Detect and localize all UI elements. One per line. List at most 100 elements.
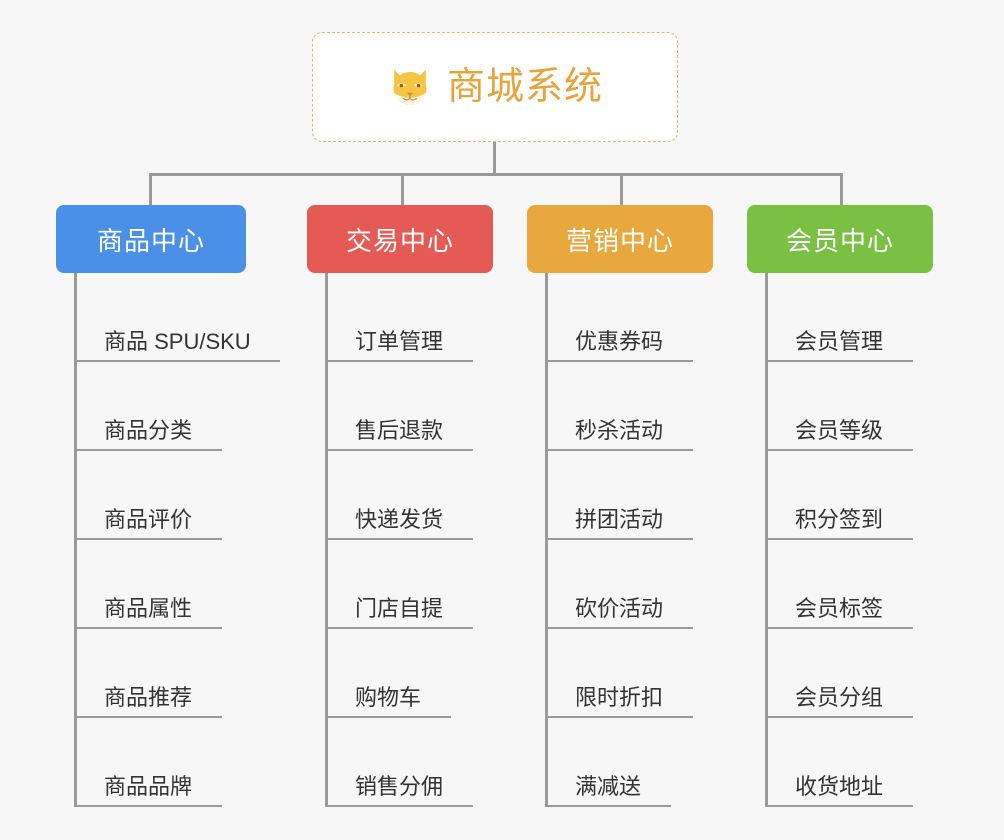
branch-trunk-line — [74, 273, 77, 807]
branch-trunk-line — [325, 273, 328, 807]
list-item[interactable]: 会员管理 — [747, 273, 933, 362]
child-label: 购物车 — [355, 685, 422, 710]
child-underline — [74, 805, 222, 807]
list-item[interactable]: 会员等级 — [747, 362, 933, 451]
category-box-member-center[interactable]: 会员中心 — [747, 205, 933, 273]
list-item[interactable]: 商品品牌 — [56, 718, 251, 807]
list-item[interactable]: 商品评价 — [56, 451, 251, 540]
list-item[interactable]: 订单管理 — [307, 273, 493, 362]
child-label: 订单管理 — [355, 329, 444, 354]
child-label: 会员管理 — [795, 329, 884, 354]
child-list-4: 会员管理 会员等级 积分签到 会员标签 会员分组 收货地址 — [747, 273, 933, 807]
category-box-product-center[interactable]: 商品中心 — [56, 205, 246, 273]
child-underline — [545, 716, 693, 718]
list-item[interactable]: 优惠券码 — [527, 273, 713, 362]
category-label: 交易中心 — [345, 225, 454, 256]
child-underline — [325, 538, 473, 540]
child-label: 商品推荐 — [104, 685, 193, 710]
list-item[interactable]: 会员分组 — [747, 629, 933, 718]
list-item[interactable]: 积分签到 — [747, 451, 933, 540]
child-underline — [765, 449, 913, 451]
list-item[interactable]: 商品推荐 — [56, 629, 251, 718]
list-item[interactable]: 拼团活动 — [527, 451, 713, 540]
child-underline — [325, 627, 473, 629]
child-label: 会员等级 — [795, 418, 884, 443]
child-underline — [74, 360, 280, 362]
category-box-marketing-center[interactable]: 营销中心 — [527, 205, 713, 273]
child-underline — [74, 538, 222, 540]
child-underline — [765, 627, 913, 629]
list-item[interactable]: 商品分类 — [56, 362, 251, 451]
list-item[interactable]: 会员标签 — [747, 540, 933, 629]
child-underline — [545, 360, 693, 362]
list-item[interactable]: 限时折扣 — [527, 629, 713, 718]
child-underline — [74, 716, 222, 718]
list-item[interactable]: 收货地址 — [747, 718, 933, 807]
connector-drop-4 — [840, 173, 843, 207]
child-list-1: 商品 SPU/SKU 商品分类 商品评价 商品属性 商品推荐 商品品牌 — [56, 273, 280, 807]
list-item[interactable]: 销售分佣 — [307, 718, 493, 807]
child-label: 拼团活动 — [575, 507, 664, 532]
branch-column-2: 交易中心 订单管理 售后退款 快递发货 门店自提 购物车 — [307, 205, 493, 807]
connector-drop-3 — [620, 173, 623, 207]
list-item[interactable]: 砍价活动 — [527, 540, 713, 629]
child-underline — [325, 805, 473, 807]
connector-drop-1 — [149, 173, 152, 207]
connector-root-stem — [493, 142, 496, 176]
child-list-3: 优惠券码 秒杀活动 拼团活动 砍价活动 限时折扣 满减送 — [527, 273, 713, 807]
branch-trunk-line — [765, 273, 768, 807]
child-label: 砍价活动 — [575, 596, 664, 621]
branch-column-1: 商品中心 商品 SPU/SKU 商品分类 商品评价 商品属性 商品推荐 — [56, 205, 280, 807]
list-item[interactable]: 商品 SPU/SKU — [56, 273, 280, 362]
list-item[interactable]: 售后退款 — [307, 362, 493, 451]
child-label: 商品分类 — [104, 418, 193, 443]
list-item[interactable]: 秒杀活动 — [527, 362, 713, 451]
category-label: 营销中心 — [565, 225, 674, 256]
child-label: 快递发货 — [355, 507, 444, 532]
child-underline — [74, 627, 222, 629]
child-underline — [545, 538, 693, 540]
child-label: 商品 SPU/SKU — [104, 329, 251, 354]
child-underline — [325, 449, 473, 451]
root-node[interactable]: 商城系统 — [312, 32, 678, 142]
list-item[interactable]: 门店自提 — [307, 540, 493, 629]
child-label: 限时折扣 — [575, 685, 664, 710]
child-label: 优惠券码 — [575, 329, 664, 354]
connector-drop-2 — [401, 173, 404, 207]
child-label: 积分签到 — [795, 507, 884, 532]
child-underline — [765, 538, 913, 540]
child-label: 满减送 — [575, 774, 642, 799]
root-title: 商城系统 — [446, 66, 603, 108]
list-item[interactable]: 商品属性 — [56, 540, 251, 629]
child-underline — [545, 627, 693, 629]
child-underline — [74, 449, 222, 451]
branch-trunk-line — [545, 273, 548, 807]
shiba-dog-face-icon — [393, 69, 427, 105]
child-label: 销售分佣 — [355, 774, 444, 799]
child-label: 商品评价 — [104, 507, 193, 532]
child-underline — [325, 716, 451, 718]
branch-column-4: 会员中心 会员管理 会员等级 积分签到 会员标签 会员分组 — [747, 205, 933, 807]
child-underline — [545, 449, 693, 451]
child-label: 会员分组 — [795, 685, 884, 710]
child-underline — [765, 360, 913, 362]
child-label: 商品品牌 — [104, 774, 193, 799]
list-item[interactable]: 快递发货 — [307, 451, 493, 540]
category-label: 商品中心 — [96, 225, 205, 256]
category-box-trade-center[interactable]: 交易中心 — [307, 205, 493, 273]
child-label: 售后退款 — [355, 418, 444, 443]
branch-column-3: 营销中心 优惠券码 秒杀活动 拼团活动 砍价活动 限时折扣 — [527, 205, 713, 807]
child-label: 收货地址 — [795, 774, 884, 799]
child-label: 门店自提 — [355, 596, 444, 621]
list-item[interactable]: 购物车 — [307, 629, 493, 718]
child-underline — [325, 360, 473, 362]
connector-horizontal-bus — [149, 173, 843, 176]
child-label: 会员标签 — [795, 596, 884, 621]
child-list-2: 订单管理 售后退款 快递发货 门店自提 购物车 销售分佣 — [307, 273, 493, 807]
child-underline — [765, 805, 913, 807]
list-item[interactable]: 满减送 — [527, 718, 713, 807]
category-label: 会员中心 — [785, 225, 894, 256]
child-label: 秒杀活动 — [575, 418, 664, 443]
child-underline — [545, 805, 671, 807]
